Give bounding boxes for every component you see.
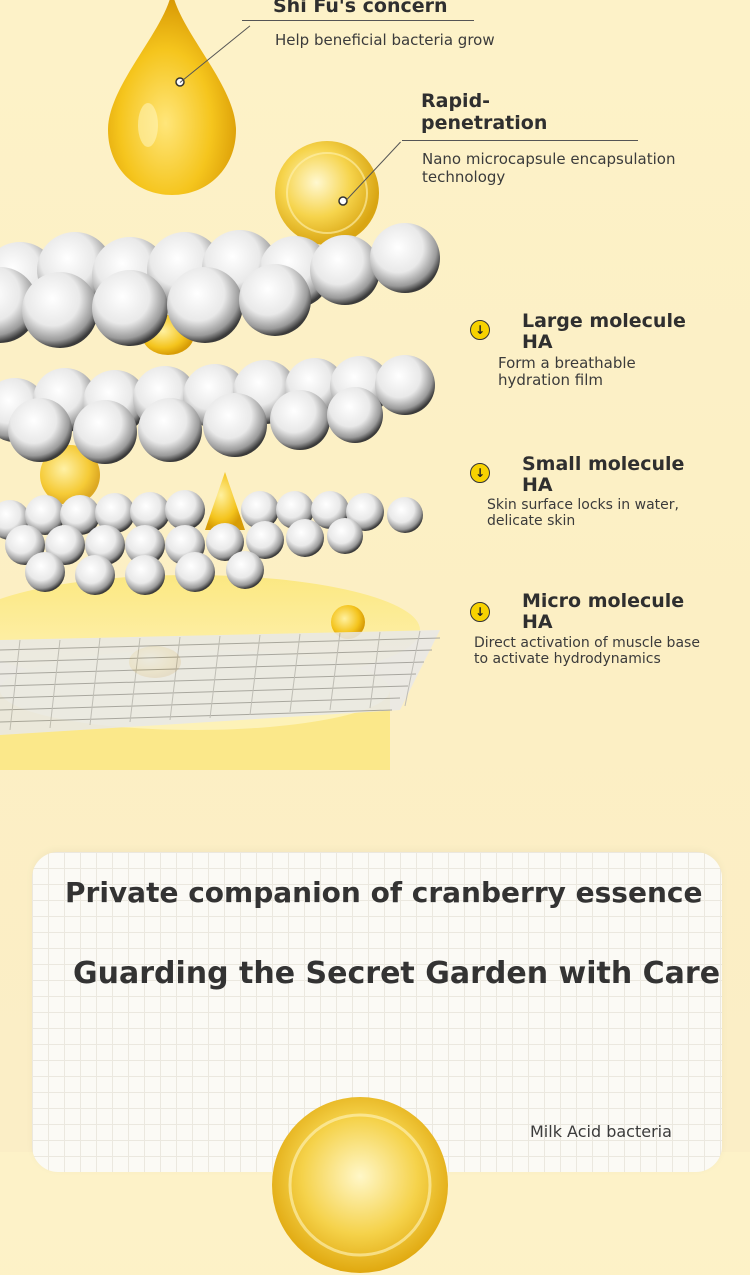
arrow-down-icon: ↓ [470, 463, 490, 483]
bottom-label: Milk Acid bacteria [530, 1122, 672, 1141]
micro-molecule-title-line2: HA [522, 611, 553, 633]
large-molecule-title: Large molecule HA [522, 311, 686, 353]
rapid-description: Nano microcapsule encapsulation technolo… [422, 150, 675, 186]
micro-molecule-title-line1: Micro molecule [522, 590, 685, 612]
rapid-desc-line2: technology [422, 168, 506, 186]
micro-molecule-description: Direct activation of muscle base to acti… [474, 635, 700, 667]
golden-bacteria-sphere-image [272, 1097, 448, 1273]
micro-molecule-desc-line1: Direct activation of muscle base [474, 635, 700, 651]
large-molecule-title-line2: HA [522, 331, 553, 353]
rapid-underline [402, 140, 638, 141]
large-molecule-desc-line1: Form a breathable [498, 354, 636, 372]
large-molecule-title-line1: Large molecule [522, 310, 686, 332]
micro-molecule-title: Micro molecule HA [522, 591, 684, 633]
small-molecule-title-line2: HA [522, 474, 553, 496]
concern-description: Help beneficial bacteria grow [275, 31, 495, 49]
rapid-title: Rapid- penetration [421, 90, 547, 134]
golden-microcapsule-image [275, 141, 379, 245]
concern-underline [242, 20, 474, 21]
rapid-title-line2: penetration [421, 112, 548, 134]
large-molecule-desc-line2: hydration film [498, 371, 603, 389]
small-molecule-title-line1: Small molecule [522, 453, 685, 475]
rapid-desc-line1: Nano microcapsule encapsulation [422, 150, 676, 168]
golden-droplet-image [108, 0, 236, 195]
large-molecule-description: Form a breathable hydration film [498, 355, 636, 389]
concern-title: Shi Fu's concern [273, 0, 448, 17]
small-molecule-desc-line1: Skin surface locks in water, [487, 497, 679, 513]
arrow-down-icon: ↓ [470, 320, 490, 340]
hyaluronic-layers-illustration [0, 223, 441, 770]
card-heading-primary: Private companion of cranberry essence [65, 876, 703, 909]
arrow-down-icon: ↓ [470, 602, 490, 622]
small-molecule-description: Skin surface locks in water, delicate sk… [487, 497, 679, 529]
card-heading-secondary: Guarding the Secret Garden with Care [73, 956, 721, 991]
micro-molecule-desc-line2: to activate hydrodynamics [474, 651, 661, 667]
small-molecule-title: Small molecule HA [522, 454, 684, 496]
small-molecule-desc-line2: delicate skin [487, 513, 576, 529]
rapid-title-line1: Rapid- [421, 90, 491, 112]
